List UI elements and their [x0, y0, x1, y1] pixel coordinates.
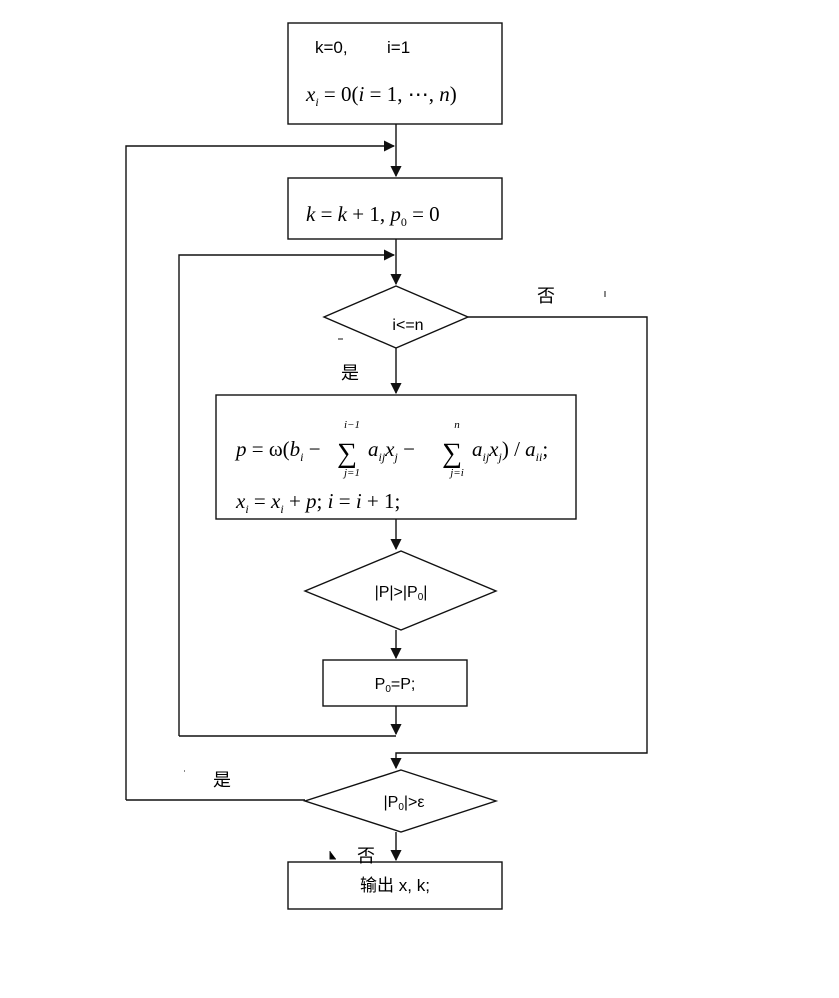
update-formula-line1: p = ω(bi −: [234, 437, 321, 464]
cond-i-yes-label: 是: [341, 363, 359, 383]
cond-p-diamond: [303, 550, 498, 631]
sum-sign-1: ∑: [337, 438, 357, 469]
update-formula-line2: xi = xi + p; i = i + 1;: [235, 489, 400, 516]
step-k-box: [287, 177, 503, 240]
init-k-label: k=0,: [315, 38, 348, 57]
loop-outer-entry: [125, 140, 396, 800]
sum1-upper: i−1: [344, 419, 360, 431]
sum2-lower: j=i: [448, 467, 464, 479]
init-x-formula: xi = 0(i = 1, ⋯, n): [305, 82, 457, 109]
sum-sign-2: ∑: [442, 438, 462, 469]
sum2-term: aijxj) / aii;: [472, 437, 548, 464]
assign-p-box: [322, 659, 468, 707]
init-i-label: i=1: [387, 38, 410, 57]
output-box: [287, 861, 503, 910]
update-box: [215, 394, 577, 520]
sum1-term: aijxj −: [368, 437, 415, 464]
output-label: 输出 x, k;: [360, 876, 430, 895]
cond-eps-no-label: 否: [357, 846, 375, 866]
cond-p-label: |P|>|P0|: [375, 584, 428, 603]
tick-mark: [329, 851, 336, 860]
cond-i-no-label: 否: [537, 286, 555, 306]
cond-i-label: i<=n: [392, 317, 423, 334]
sum2-upper: n: [454, 419, 460, 431]
cond-eps-diamond: [302, 769, 499, 833]
loop-inner-entry: [178, 249, 396, 736]
sum1-lower: j=1: [342, 467, 360, 479]
init-box: [287, 22, 503, 125]
cond-eps-yes-label: 是: [213, 770, 231, 790]
assign-p-label: P0=P;: [375, 676, 416, 695]
step-k-formula: k = k + 1, p0 = 0: [306, 202, 440, 229]
cond-eps-label: |P0|>ε: [383, 794, 424, 813]
cond-i-no-branch: [390, 316, 648, 770]
